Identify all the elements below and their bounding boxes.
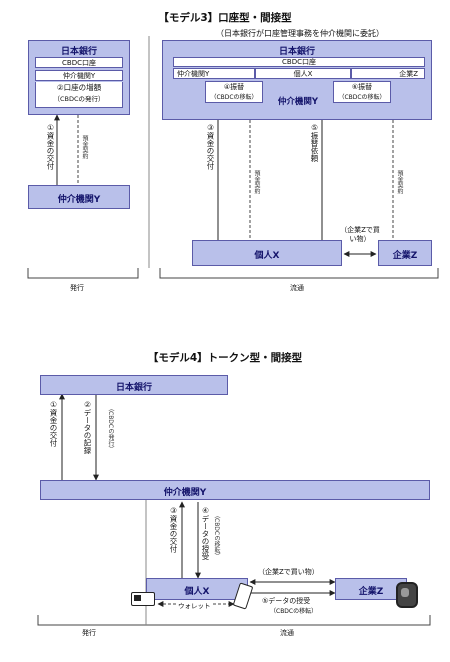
model4-intermediary-box: 仲介機関Y <box>40 480 430 500</box>
model4-footer-issue: 発行 <box>82 629 96 637</box>
increase-label: ②口座の増額 <box>56 83 102 92</box>
transfer4-sub: （CBDCの移転） <box>210 94 258 101</box>
funds-label: ①資金の交付 <box>46 123 55 170</box>
transfer4-label: ④振替 <box>223 83 245 91</box>
model3-subtitle: （日本銀行が口座管理事務を仲介機関に委託） <box>216 29 384 38</box>
deposit-contract-a: 預金契約 <box>253 170 260 194</box>
model4-footer-circulation: 流通 <box>280 629 294 637</box>
col-x-label: 個人X <box>255 68 351 79</box>
model4-boj-box: 日本銀行 <box>40 375 228 395</box>
transfer6-box: ⑥振替 （CBDCの移転） <box>333 81 391 103</box>
intermediary-y-label: 仲介機関Y <box>35 70 123 81</box>
funds3-label: ③資金の交付 <box>206 123 215 170</box>
transfer4-box: ④振替 （CBDCの移転） <box>205 81 263 103</box>
model4-record2-sub: （CBDCの発行） <box>107 405 114 453</box>
model4-boj-label: 日本銀行 <box>115 383 152 393</box>
transfer6-sub: （CBDCの移転） <box>338 94 386 101</box>
model4-data4-sub: （CBDCの移転） <box>213 512 220 560</box>
individual-x-label: 個人X <box>254 251 280 261</box>
wallet-label: ウォレット <box>176 600 213 610</box>
boj-label-right: 日本銀行 <box>278 47 315 57</box>
model4-data5-sub: （CBDCの移転） <box>270 608 318 615</box>
model4-individual-x-label: 個人X <box>184 587 210 597</box>
model3-left-boj-box: 日本銀行 CBDC口座 仲介機関Y ②口座の増額 （CBDCの発行） <box>28 40 130 115</box>
purchase-label: （企業Zで買い物） <box>340 226 380 243</box>
model3-footer-issue: 発行 <box>70 284 84 292</box>
model3-title: 【モデル3】口座型・間接型 <box>158 12 292 24</box>
model4-company-z-label: 企業Z <box>358 587 384 597</box>
model4-record2: ②データの記録 <box>83 400 92 454</box>
center-y-label: 仲介機関Y <box>277 97 319 107</box>
deposit-contract-b: 預金契約 <box>396 170 403 194</box>
card-icon <box>131 592 155 606</box>
payment-terminal-icon <box>396 582 418 608</box>
model4-intermediary-label: 仲介機関Y <box>163 488 207 498</box>
col-z-label: 企業Z <box>351 68 425 79</box>
increase-sub-label: （CBDCの発行） <box>53 95 105 103</box>
col-y-label: 仲介機関Y <box>173 68 255 79</box>
model3-left-intermediary-box: 仲介機関Y <box>28 185 130 209</box>
deposit-contract-label: 預金契約 <box>81 135 88 159</box>
model3-footer-circulation: 流通 <box>290 284 304 292</box>
model4-purchase: （企業Zで買い物） <box>258 568 319 576</box>
model4-data5: ⑤データの授受 <box>262 597 311 605</box>
model4-funds1: ①資金の交付 <box>49 400 58 447</box>
boj-label: 日本銀行 <box>60 47 97 57</box>
company-z-label: 企業Z <box>392 251 418 261</box>
transfer-req5-label: ⑤振替依頼 <box>310 123 319 162</box>
transfer6-label: ⑥振替 <box>351 83 373 91</box>
intermediary-box-label: 仲介機関Y <box>57 195 101 205</box>
cbdc-account-label: CBDC口座 <box>35 57 123 68</box>
cbdc-account-label-right: CBDC口座 <box>173 57 425 67</box>
model3-right-boj-box: 日本銀行 CBDC口座 仲介機関Y 個人X 企業Z ④振替 （CBDCの移転） … <box>162 40 432 120</box>
model3-individual-x-box: 個人X <box>192 240 342 266</box>
model4-title: 【モデル4】トークン型・間接型 <box>147 352 303 364</box>
model4-individual-x-box: 個人X <box>146 578 248 600</box>
model4-data4: ④データの授受 <box>201 506 210 560</box>
model4-funds3: ③資金の交付 <box>169 506 178 553</box>
increase-box: ②口座の増額 （CBDCの発行） <box>35 82 123 108</box>
model3-company-z-box: 企業Z <box>378 240 432 266</box>
model4-company-z-box: 企業Z <box>335 578 407 600</box>
